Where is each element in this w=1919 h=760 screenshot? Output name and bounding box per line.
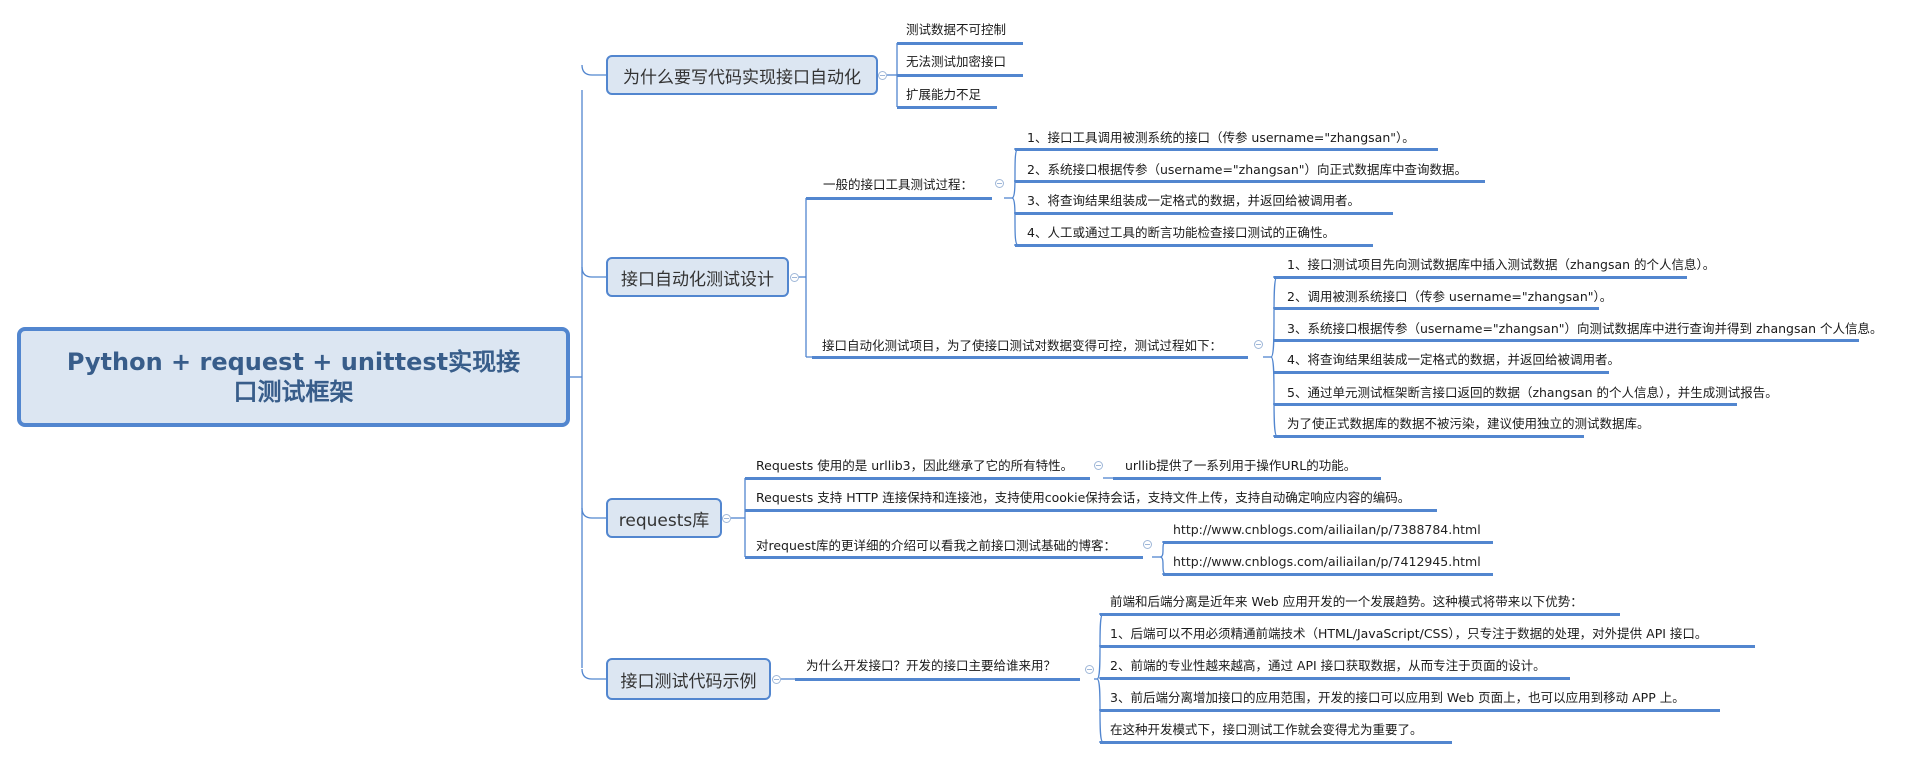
leaf-item[interactable]: 4、人工或通过工具的断言功能检查接口测试的正确性。 xyxy=(1027,225,1335,240)
leaf-item[interactable]: 测试数据不可控制 xyxy=(906,22,1007,37)
topic-code-example[interactable]: 接口测试代码示例 xyxy=(606,658,771,700)
leaf-item[interactable]: 2、系统接口根据传参（username="zhangsan"）向正式数据库中查询… xyxy=(1027,162,1468,177)
collapse-toggle-icon[interactable] xyxy=(878,71,887,80)
collapse-toggle-icon[interactable] xyxy=(790,273,799,282)
topic-why-automate[interactable]: 为什么要写代码实现接口自动化 xyxy=(606,55,878,95)
topic-label: requests库 xyxy=(618,510,710,531)
root-topic-title: Python + request + unittest实现接口测试框架 xyxy=(66,348,521,406)
topic-label: 接口自动化测试设计 xyxy=(621,269,774,290)
subtopic-requests-features[interactable]: Requests 支持 HTTP 连接保持和连接池，支持使用cookie保持会话… xyxy=(756,490,1411,505)
blog-link[interactable]: http://www.cnblogs.com/ailiailan/p/73887… xyxy=(1173,522,1481,537)
collapse-toggle-icon[interactable] xyxy=(1085,665,1094,674)
subtopic-automation-process[interactable]: 接口自动化测试项目，为了使接口测试对数据变得可控，测试过程如下： xyxy=(822,338,1223,353)
collapse-toggle-icon[interactable] xyxy=(1143,540,1152,549)
topic-requests-lib[interactable]: requests库 xyxy=(606,498,722,538)
leaf-item[interactable]: 1、后端可以不用必须精通前端技术（HTML/JavaScript/CSS），只专… xyxy=(1110,626,1708,641)
subtopic-requests-blog[interactable]: 对request库的更详细的介绍可以看我之前接口测试基础的博客： xyxy=(756,538,1117,553)
topic-connector xyxy=(581,266,606,278)
leaf-item[interactable]: 前端和后端分离是近年来 Web 应用开发的一个发展趋势。这种模式将带来以下优势： xyxy=(1110,594,1583,609)
collapse-toggle-icon[interactable] xyxy=(1094,461,1103,470)
topic-label: 为什么要写代码实现接口自动化 xyxy=(623,67,861,88)
collapse-toggle-icon[interactable] xyxy=(772,675,781,684)
leaf-item[interactable]: 3、系统接口根据传参（username="zhangsan"）向测试数据库中进行… xyxy=(1287,321,1883,336)
bracket-curve xyxy=(1159,541,1167,558)
leaf-item[interactable]: urllib提供了一系列用于操作URL的功能。 xyxy=(1125,458,1357,473)
blog-link[interactable]: http://www.cnblogs.com/ailiailan/p/74129… xyxy=(1173,554,1481,569)
bracket-curve xyxy=(1270,276,1278,358)
topic-label: 接口测试代码示例 xyxy=(620,671,757,692)
bracket-curve xyxy=(1011,148,1019,199)
collapse-toggle-icon[interactable] xyxy=(1254,340,1263,349)
leaf-item[interactable]: 3、将查询结果组装成一定格式的数据，并返回给被调用者。 xyxy=(1027,193,1360,208)
leaf-item[interactable]: 扩展能力不足 xyxy=(906,87,982,102)
leaf-item[interactable]: 1、接口工具调用被测系统的接口（传参 username="zhangsan"）。 xyxy=(1027,130,1415,145)
collapse-toggle-icon[interactable] xyxy=(995,179,1004,188)
bracket-curve xyxy=(1270,356,1278,437)
root-topic[interactable]: Python + request + unittest实现接口测试框架 xyxy=(17,327,570,427)
leaf-item[interactable]: 2、前端的专业性越来越高，通过 API 接口获取数据，从而专注于页面的设计。 xyxy=(1110,658,1546,673)
leaf-item[interactable]: 3、前后端分离增加接口的应用范围，开发的接口可以应用到 Web 页面上，也可以应… xyxy=(1110,690,1685,705)
topic-connector xyxy=(581,64,606,76)
leaf-item[interactable]: 在这种开发模式下，接口测试工作就会变得尤为重要了。 xyxy=(1110,722,1423,737)
leaf-item[interactable]: 1、接口测试项目先向测试数据库中插入测试数据（zhangsan 的个人信息）。 xyxy=(1287,257,1716,272)
topic-automation-design[interactable]: 接口自动化测试设计 xyxy=(606,257,789,297)
leaf-item[interactable]: 无法测试加密接口 xyxy=(906,54,1007,69)
leaf-item[interactable]: 4、将查询结果组装成一定格式的数据，并返回给被调用者。 xyxy=(1287,352,1620,367)
bracket-curve xyxy=(1011,197,1019,246)
leaf-item[interactable]: 为了使正式数据库的数据不被污染，建议使用独立的测试数据库。 xyxy=(1287,416,1650,431)
topic-connector xyxy=(581,668,606,680)
subtopic-requests-urllib3[interactable]: Requests 使用的是 urllib3，因此继承了它的所有特性。 xyxy=(756,458,1074,473)
bracket-curve xyxy=(1159,556,1167,575)
collapse-toggle-icon[interactable] xyxy=(722,514,731,523)
topic-connector xyxy=(581,507,606,519)
leaf-item[interactable]: 5、通过单元测试框架断言接口返回的数据（zhangsan 的个人信息），并生成测… xyxy=(1287,385,1778,400)
leaf-item[interactable]: 2、调用被测系统接口（传参 username="zhangsan"）。 xyxy=(1287,289,1613,304)
subtopic-why-develop-api[interactable]: 为什么开发接口？开发的接口主要给谁来用？ xyxy=(806,658,1057,673)
subtopic-general-process[interactable]: 一般的接口工具测试过程： xyxy=(823,177,974,192)
